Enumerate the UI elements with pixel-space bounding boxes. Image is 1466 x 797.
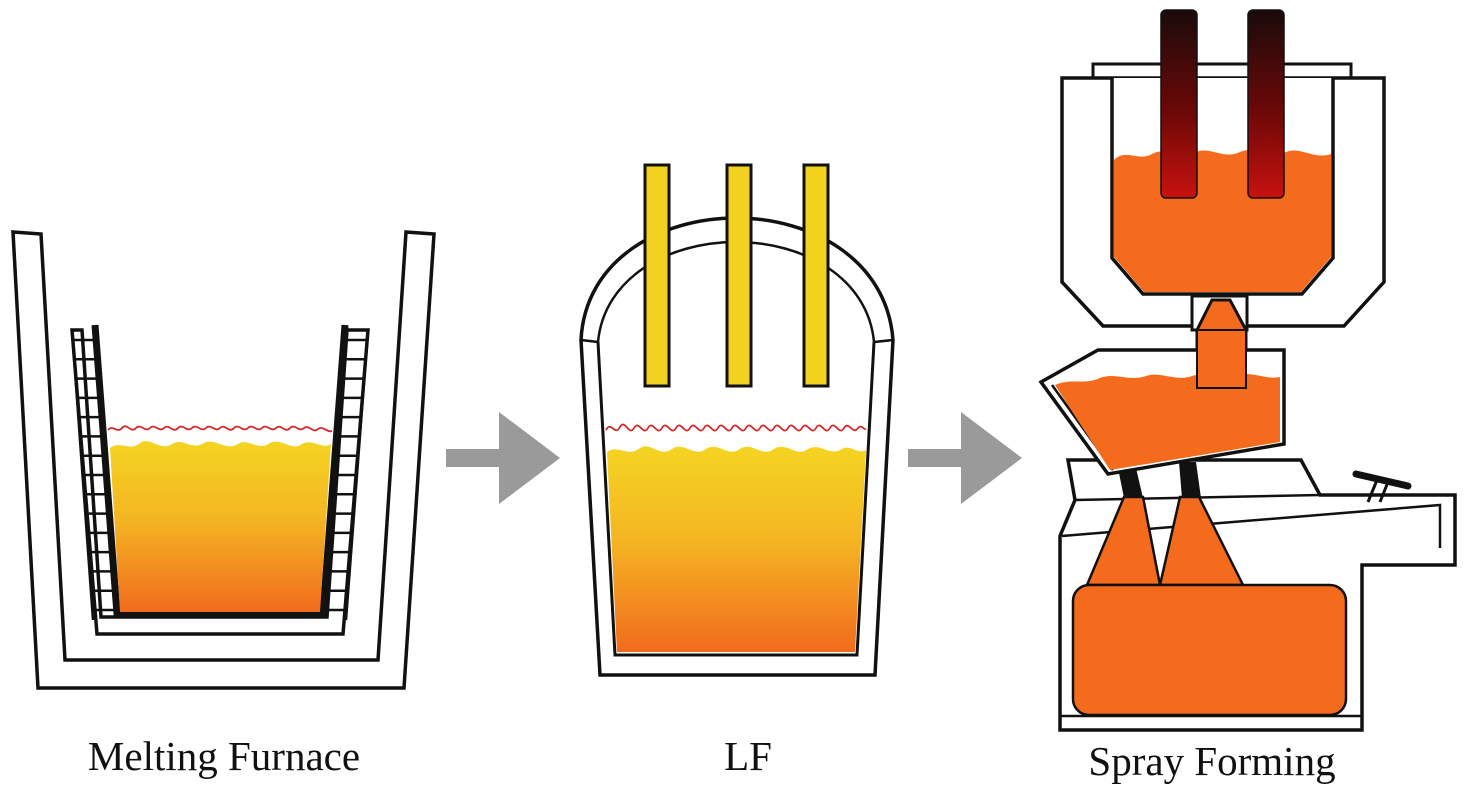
caption-melting-furnace: Melting Furnace: [88, 733, 360, 779]
lf-electrode-2: [725, 163, 753, 388]
pouring-stream: [1196, 329, 1247, 389]
lf-slag-line: [605, 423, 867, 432]
flow-arrow-2: [908, 412, 1022, 504]
caption-lf: LF: [724, 733, 772, 779]
caption-spray-forming: Spray Forming: [1088, 738, 1335, 784]
furnace-outer-shell: [11, 230, 436, 690]
flow-arrow-1: [446, 412, 560, 504]
lf-molten-metal: [607, 446, 866, 652]
melting-furnace: [11, 230, 436, 690]
induction-coil-left: [70, 329, 115, 621]
tilted-tundish-molten-metal: [1055, 373, 1280, 470]
atomizer-nozzle-2: [1179, 462, 1201, 498]
lf-electrode-3: [802, 163, 830, 388]
crucible: [91, 324, 349, 618]
tundish-electrode-2: [1247, 9, 1285, 199]
slag-line: [107, 425, 333, 433]
molten-metal: [110, 441, 331, 612]
spray-forming-unit: [1038, 9, 1457, 732]
lf-electrode-1: [643, 163, 671, 388]
lf-vessel: [596, 341, 876, 657]
chamber-handle: [1352, 470, 1412, 503]
tundish-electrode-1: [1160, 9, 1198, 199]
tundish-molten-metal: [1114, 150, 1331, 292]
atomizer-nozzle-1: [1118, 468, 1143, 498]
induction-coil-right: [325, 329, 370, 621]
deposited-billet: [1071, 583, 1348, 717]
ladle-furnace: [579, 163, 895, 677]
